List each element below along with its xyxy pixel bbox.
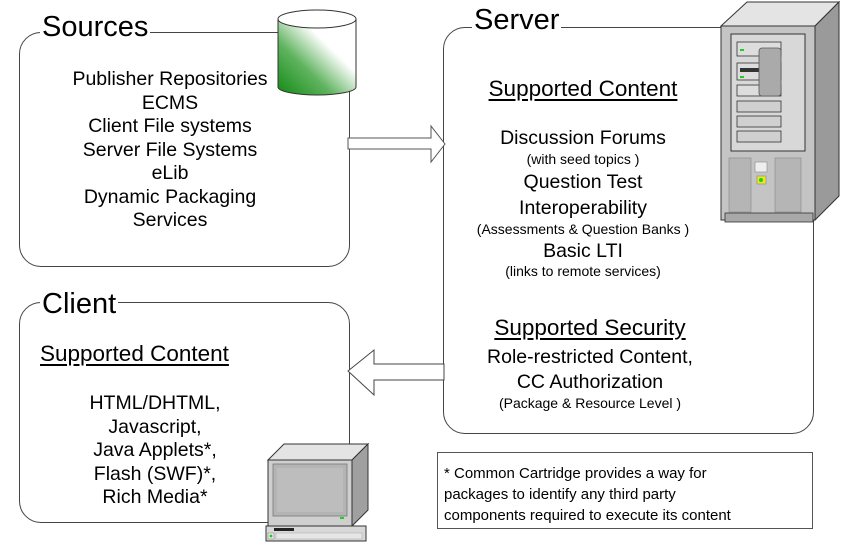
- server-content-note: (links to remote services): [505, 263, 661, 279]
- server-security-heading: Supported Security: [494, 315, 686, 340]
- database-cylinder-icon: [277, 9, 357, 96]
- server-content-note: (with seed topics ): [526, 150, 640, 167]
- arrow-right-icon: [347, 124, 446, 164]
- client-content-item: HTML/DHTML,: [89, 392, 221, 414]
- server-content-item: Interoperability: [519, 197, 647, 219]
- footnote-line: components required to execute its conte…: [444, 507, 731, 524]
- server-security-list: Role-restricted Content, CC Authorizatio…: [445, 345, 735, 412]
- server-content-item: Question Test: [523, 170, 643, 193]
- footnote-line: * Common Cartridge provides a way for: [444, 465, 707, 482]
- server-content-item: Basic LTI: [543, 239, 623, 262]
- arrow-left-icon: [347, 348, 445, 397]
- client-content-item: Flash (SWF)*,: [93, 462, 217, 485]
- client-content-item: Java Applets*,: [93, 439, 217, 461]
- source-item: Services: [132, 209, 208, 231]
- client-title: Client: [40, 288, 119, 320]
- server-title: Server: [472, 4, 562, 36]
- server-security-item: CC Authorization: [516, 371, 664, 393]
- server-content-list: Discussion Forums (with seed topics ) Qu…: [445, 127, 721, 280]
- client-content-list: HTML/DHTML, Javascript, Java Applets*, F…: [40, 392, 270, 510]
- server-content-item: Discussion Forums: [500, 127, 666, 149]
- desktop-computer-icon: [265, 442, 370, 542]
- sources-title: Sources: [40, 11, 151, 43]
- server-security-item: Role-restricted Content,: [487, 346, 693, 368]
- server-box: [443, 27, 814, 434]
- footnote-line: packages to identify any third party: [444, 486, 676, 503]
- server-security-note: (Package & Resource Level ): [498, 395, 682, 411]
- source-item: Dynamic Packaging: [83, 185, 257, 208]
- footnote-box: * Common Cartridge provides a way for pa…: [437, 452, 813, 529]
- sources-list: Publisher Repositories ECMS Client File …: [40, 68, 300, 233]
- server-tower-icon: [719, 0, 841, 223]
- source-item: ECMS: [141, 91, 199, 114]
- server-content-heading: Supported Content: [488, 76, 678, 101]
- client-box: [19, 302, 350, 523]
- client-content-item: Rich Media*: [102, 486, 208, 508]
- source-item: Publisher Repositories: [72, 68, 268, 90]
- client-content-heading: Supported Content: [40, 341, 229, 366]
- source-item: eLib: [151, 162, 189, 184]
- server-content-note: (Assessments & Question Banks ): [476, 220, 690, 237]
- source-item: Client File systems: [88, 115, 252, 137]
- source-item: Server File Systems: [82, 138, 258, 161]
- client-content-item: Javascript,: [108, 415, 202, 438]
